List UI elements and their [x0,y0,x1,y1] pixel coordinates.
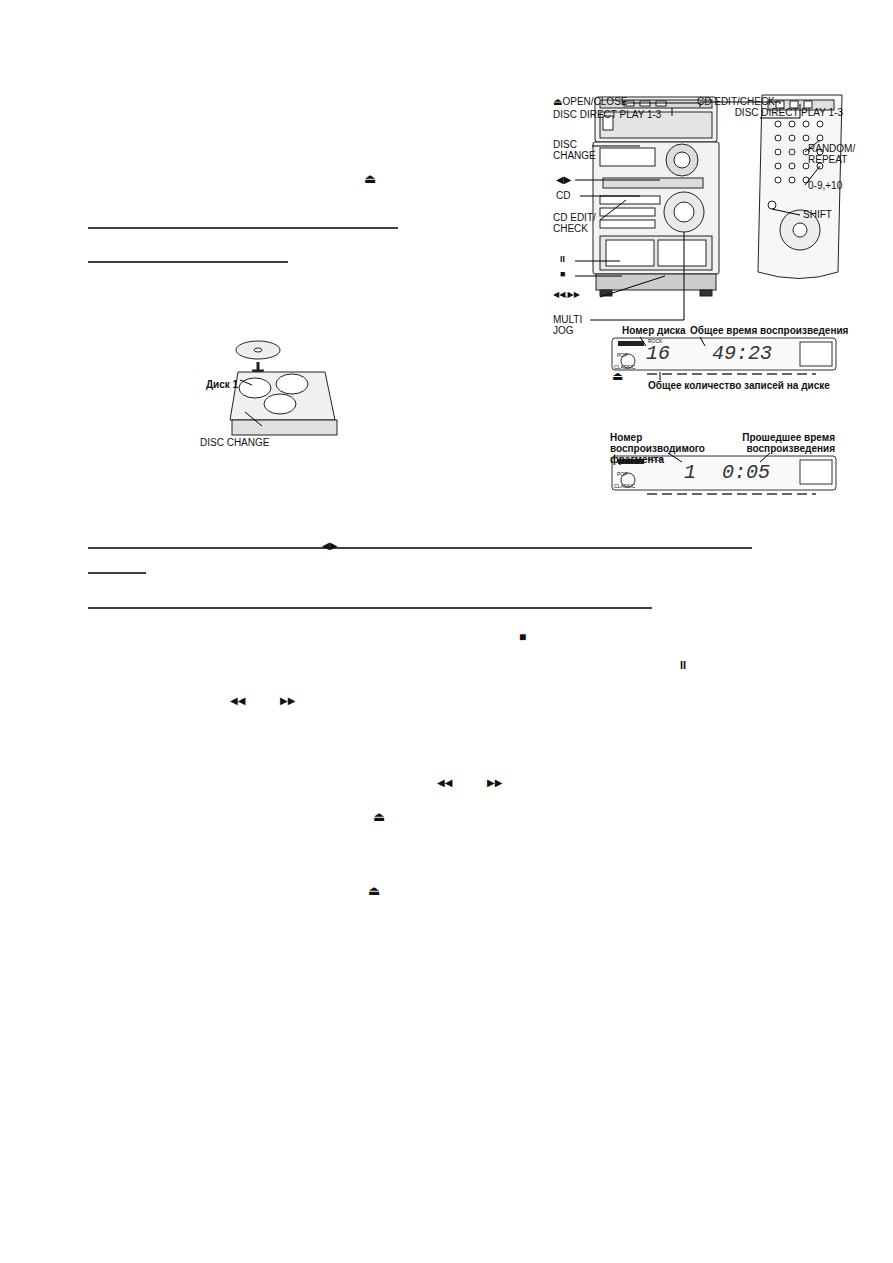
text-symbol: ◀◀ [230,695,245,706]
control-label: SHIFT [803,209,832,220]
text-symbol: ▶▶ [280,695,295,706]
control-label: DISC CHANGE [553,139,598,161]
control-label: II [560,255,565,265]
control-label: CD EDIT/CHECK [697,96,775,107]
display-mode-label: ROCK [648,457,662,463]
text-symbol: ⏏ [364,172,376,186]
display-mode-label: POP [617,353,628,359]
display-callout: Номер диска [622,325,686,336]
control-label: ◀▶ [556,174,571,185]
control-label: MULTI JOG [553,314,593,336]
figure-label: Диск 1 [206,379,238,390]
display-digits: 0:05 [722,462,770,484]
control-label: DISC DIRECT PLAY 1-3 [553,109,661,120]
control-label: ⏏OPEN/CLOSE [553,96,627,107]
control-label: CD EDIT/ CHECK [553,212,599,234]
display-panel [612,337,836,380]
control-label: 0-9,+10 [808,180,842,191]
figure-label: DISC CHANGE [200,437,269,448]
display-mode-label: ROCK [648,339,662,345]
display-callout: Прошедшее время воспроизведения [735,432,835,454]
display-mode-label: CLASSIC [614,365,635,371]
display-digits: 49:23 [712,343,772,365]
text-symbol: II [680,659,686,671]
text-symbol: ■ [519,631,526,644]
leader-lines [575,102,820,320]
text-symbol: ▶▶ [487,777,502,788]
display-mode-label: CLASSIC [614,484,635,490]
control-label: ■ [560,270,565,280]
text-symbol: ◀▶ [322,540,337,551]
display-callout: Общее время воспроизведения [690,325,848,336]
text-symbol: ◀◀ [437,777,452,788]
control-label: DISC DIRECT PLAY 1-3 [734,107,843,118]
display-mode-label: POP [617,472,628,478]
display-callout: Общее количество записей на диске [648,380,830,391]
control-label: CD [556,190,570,201]
display-callout: Номер воспроизводимого фрагмента [610,432,730,465]
text-symbol: ⏏ [373,810,385,824]
display-callout: ⏏ [612,370,623,383]
remote-control [758,95,842,279]
control-label: ◀◀,▶▶ [553,291,580,300]
cd-tray-drawing [230,341,337,435]
display-digits: 16 [646,343,670,365]
control-label: RANDOM/ REPEAT [808,143,868,165]
text-symbol: ⏏ [368,884,380,898]
display-digits: 1 [684,462,696,484]
underlines [88,228,752,608]
